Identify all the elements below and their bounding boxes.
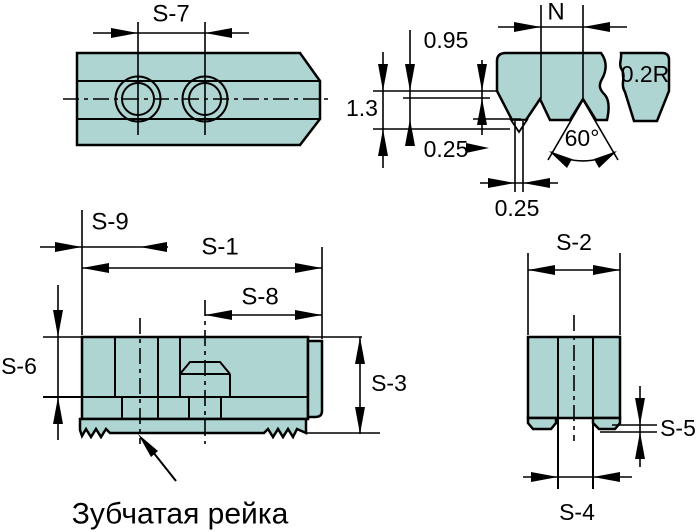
jaw-serrated-base-strip <box>78 417 308 440</box>
dim-0-25-tip: 0.25 <box>480 121 558 221</box>
dim-label-1-3: 1.3 <box>346 95 378 121</box>
gear-rack-leader-arrow <box>138 434 177 482</box>
dim-label-s3: S-3 <box>371 370 407 396</box>
dim-0-95: 0.95 <box>405 27 468 146</box>
dim-label-0-95: 0.95 <box>424 27 469 53</box>
end-view-foot-right <box>591 416 622 431</box>
dim-n-pitch: N <box>498 0 627 99</box>
tooth-profile-figure: 1.3 0.95 0.25 0.25 <box>346 0 671 221</box>
dim-label-s5: S-5 <box>660 415 696 441</box>
dim-s7: S-7 <box>93 1 249 135</box>
caption-gear-rack: Зубчатая рейка <box>72 498 289 531</box>
dim-s9: S-9 <box>40 209 168 252</box>
dim-label-0-25-clearance: 0.25 <box>424 136 469 162</box>
side-view-figure: S-9 S-1 S-8 S-6 S-3 <box>1 209 407 531</box>
dim-label-s7: S-7 <box>152 1 189 28</box>
dim-s2: S-2 <box>527 229 621 335</box>
dim-label-s4: S-4 <box>559 499 595 525</box>
dim-s4: S-4 <box>523 472 632 525</box>
tooth-profile-left-piece <box>495 51 610 122</box>
dim-label-s8: S-8 <box>241 284 278 311</box>
jaw-right-step-piece <box>306 339 324 419</box>
jaw-stem-2 <box>188 397 222 419</box>
dim-label-0-2r: 0.2R <box>621 61 670 87</box>
top-view-figure: S-7 <box>63 1 333 147</box>
dim-s3: S-3 <box>355 337 407 434</box>
dim-label-n: N <box>547 0 564 26</box>
dim-s1: S-1 <box>82 234 322 273</box>
dim-60-angle: 60° <box>547 99 619 168</box>
dim-label-60: 60° <box>565 125 600 151</box>
dim-label-s9: S-9 <box>91 209 128 236</box>
dim-s6: S-6 <box>1 285 63 440</box>
end-view-figure: S-2 S-5 S-4 <box>523 229 696 525</box>
jaw-stem-1 <box>121 397 159 419</box>
dim-1-3: 1.3 <box>346 52 388 168</box>
dim-s8: S-8 <box>205 284 322 320</box>
end-view-foot-left <box>526 416 558 431</box>
dim-label-s6: S-6 <box>1 353 37 379</box>
dim-label-0-25-tip: 0.25 <box>495 195 540 221</box>
dim-0-25-clearance: 0.25 <box>424 60 489 162</box>
guide-column-outline <box>557 418 594 489</box>
dim-label-s2: S-2 <box>556 229 592 255</box>
tooth-sharp-tip-detail <box>509 119 529 134</box>
dim-label-s1: S-1 <box>201 234 238 261</box>
tooth-profile-right-piece <box>618 51 671 123</box>
dim-s5: S-5 <box>600 386 696 467</box>
